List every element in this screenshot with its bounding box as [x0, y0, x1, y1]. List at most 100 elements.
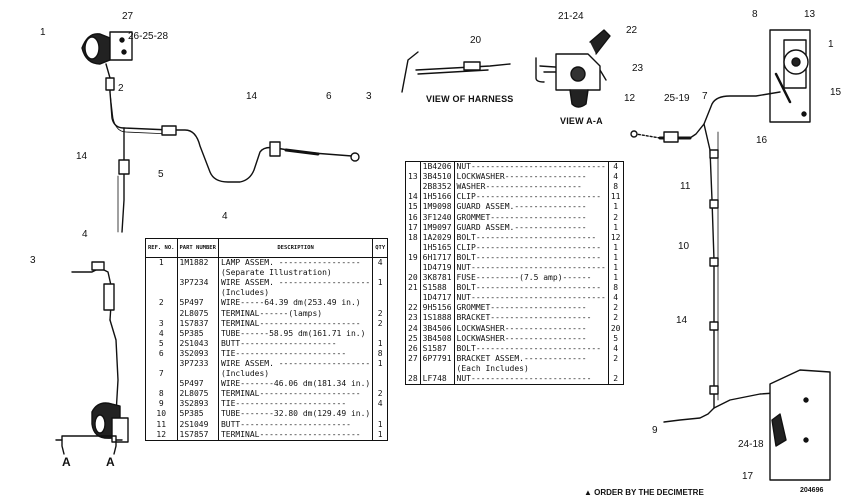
description-cell: TUBE-------32.80 dm(129.49 in.): [218, 409, 374, 420]
description-cell: BRACKET---------------------: [454, 313, 609, 324]
qty-cell: 11: [610, 192, 621, 202]
description-cell: WIRE ASSEM. -------------------: [218, 358, 374, 370]
part-number-cell: S1587: [420, 343, 455, 354]
callout-1: 1: [828, 39, 834, 50]
part-number-cell: 9H5156: [420, 303, 455, 314]
callout-26-25-28: 26-25-28: [128, 31, 169, 42]
part-number-cell: 3K8781: [420, 273, 455, 284]
qty-cell: 1: [613, 252, 619, 262]
harness-tube-4: [109, 91, 353, 183]
ref-no-cell: [405, 242, 421, 253]
part-number-cell: 3S2893: [177, 399, 219, 410]
callout-6: 6: [326, 91, 332, 102]
qty-cell: 20: [610, 323, 621, 333]
description-cell: TERMINAL------(lamps): [218, 308, 374, 319]
ref-no-cell: 3: [145, 318, 178, 329]
callout-14: 14: [676, 315, 688, 326]
callout-15: 15: [830, 87, 842, 98]
part-number-cell: 3P7233: [177, 358, 219, 370]
description-cell: GUARD ASSEM.---------------: [454, 202, 609, 213]
description-cell: BOLT--------------------------: [454, 252, 609, 263]
description-cell: BOLT-------------------------: [454, 232, 609, 243]
order-note: ▲ ORDER BY THE DECIMETRE: [584, 488, 704, 497]
description-cell: (Includes): [218, 288, 374, 299]
callout-27: 27: [122, 11, 134, 22]
ref-no-cell: 21: [405, 283, 421, 294]
section-marker-a: A: [106, 455, 115, 469]
callout-20: 20: [470, 35, 482, 46]
terminal-3: [350, 152, 360, 162]
ref-no-cell: 25: [405, 333, 421, 344]
qty-cell: 4: [613, 172, 619, 182]
qty-cell: 1: [377, 338, 383, 348]
harness-view-detail: [401, 51, 511, 93]
qty-cell: 2: [613, 313, 619, 323]
part-number-cell: [420, 363, 455, 374]
table-row: (Separate Illustration): [145, 268, 388, 279]
description-cell: (Includes): [218, 369, 374, 380]
callout-11: 11: [680, 181, 691, 192]
part-number-cell: 3S2093: [177, 348, 219, 359]
callout-8: 8: [752, 9, 758, 20]
ref-no-cell: [145, 278, 178, 289]
qty-cell: [373, 298, 388, 308]
ref-no-cell: 2: [145, 298, 178, 309]
description-cell: TERMINAL---------------------: [218, 318, 374, 329]
ref-no-cell: 5: [145, 338, 178, 349]
qty-cell: 1: [613, 262, 619, 272]
ref-no-cell: 23: [405, 313, 421, 324]
table-header-row: REF. NO. PART NUMBER DESCRIPTION QTY: [145, 238, 388, 258]
header-part-number: PART NUMBER: [177, 238, 219, 258]
part-number-cell: 1S7857: [177, 429, 219, 441]
callout-3: 3: [30, 255, 36, 266]
ref-no-cell: 12: [145, 429, 178, 441]
ref-no-cell: [405, 262, 421, 274]
callout-17: 17: [742, 471, 754, 482]
qty-cell: 4: [377, 258, 383, 268]
callout-3: 3: [366, 91, 372, 102]
qty-cell: 4: [613, 343, 619, 353]
ref-no-cell: 10: [145, 409, 178, 420]
ref-no-cell: 7: [145, 369, 178, 380]
part-number-cell: [177, 369, 219, 380]
callout-9: 9: [652, 425, 658, 436]
ref-no-cell: [145, 358, 178, 370]
qty-cell: 8: [613, 283, 619, 293]
ref-no-cell: 11: [145, 419, 178, 430]
qty-cell: [373, 369, 388, 379]
description-cell: WASHER--------------------: [454, 182, 609, 193]
lamp-assembly-right: [769, 29, 811, 123]
description-cell: GROMMET--------------------: [454, 212, 609, 223]
fuse-20: [663, 131, 679, 143]
qty-cell: 2: [377, 389, 383, 399]
view-a-a-detail: [535, 29, 611, 108]
callout-16: 16: [756, 135, 768, 146]
qty-cell: 2: [377, 308, 383, 318]
qty-cell: 1: [613, 273, 619, 283]
part-number-cell: 6H1717: [420, 252, 455, 263]
qty-cell: 2: [613, 374, 619, 384]
callout-22: 22: [626, 25, 638, 36]
description-cell: WIRE ASSEM. -------------------: [218, 278, 374, 289]
part-number-cell: LF748: [420, 373, 455, 385]
part-number-cell: 5P497: [177, 379, 219, 390]
qty-cell: [373, 268, 388, 278]
qty-cell: 1: [613, 222, 619, 232]
qty-cell: 12: [610, 232, 621, 242]
description-cell: CLIP--------------------------: [454, 242, 609, 253]
